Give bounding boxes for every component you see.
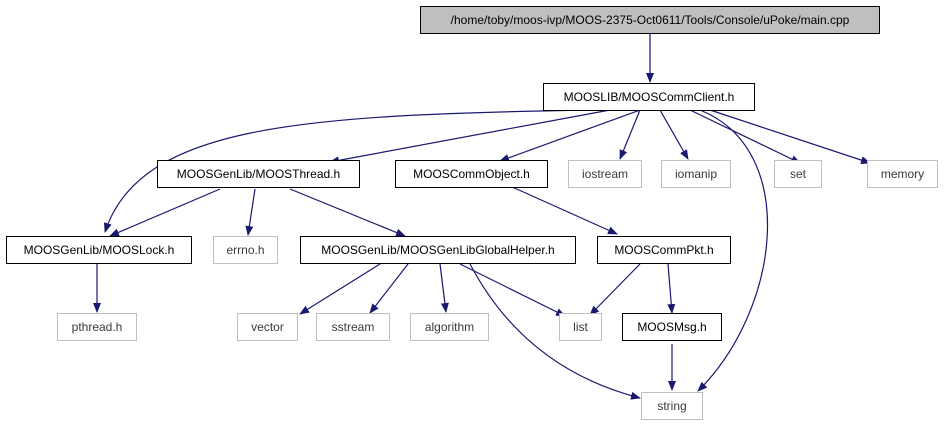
edge-commclient-to-memory (709, 109, 871, 164)
node-sstream[interactable]: sstream (316, 313, 390, 341)
edge-commclient-to-set (689, 109, 801, 164)
edge-commpkt-to-msg (667, 263, 676, 314)
edge-commclient-to-string (697, 109, 768, 392)
edge-commclient-to-iomanip (659, 109, 689, 160)
edge-commclient-to-commobject (499, 109, 641, 162)
edge-globalhelper-to-algorithm (439, 263, 449, 313)
node-moos-thread[interactable]: MOOSGenLib/MOOSThread.h (157, 160, 360, 188)
node-iostream[interactable]: iostream (568, 160, 642, 188)
node-set[interactable]: set (774, 160, 822, 188)
node-global-helper[interactable]: MOOSGenLib/MOOSGenLibGlobalHelper.h (300, 236, 576, 264)
node-moos-lock[interactable]: MOOSGenLib/MOOSLock.h (6, 236, 192, 264)
node-pthread[interactable]: pthread.h (57, 313, 137, 341)
node-moos-comm-client[interactable]: MOOSLIB/MOOSCommClient.h (543, 83, 755, 111)
edge-commobject-to-commpkt (509, 185, 618, 235)
node-moos-comm-object[interactable]: MOOSCommObject.h (395, 160, 548, 188)
node-vector[interactable]: vector (237, 313, 298, 341)
node-moos-msg[interactable]: MOOSMsg.h (622, 313, 722, 341)
edge-commclient-to-iostream (619, 109, 641, 160)
edge-globalhelper-to-vector (299, 263, 381, 315)
node-moos-comm-pkt[interactable]: MOOSCommPkt.h (597, 236, 731, 264)
edge-thread-to-globalhelper (289, 188, 406, 237)
edge-commpkt-to-list (589, 263, 641, 316)
edge-thread-to-errno (245, 188, 256, 236)
node-iomanip[interactable]: iomanip (661, 160, 731, 188)
node-errno[interactable]: errno.h (213, 236, 278, 264)
edge-globalhelper-to-list (459, 263, 566, 317)
edge-commclient-to-lock (104, 109, 591, 233)
node-memory[interactable]: memory (867, 160, 938, 188)
node-string[interactable]: string (641, 392, 703, 420)
edge-thread-to-lock (109, 188, 221, 237)
edge-globalhelper-to-sstream (369, 263, 409, 314)
edge-globalhelper-to-string (469, 263, 641, 400)
node-main-cpp[interactable]: /home/toby/moos-ivp/MOOS-2375-Oct0611/To… (420, 6, 880, 34)
node-list[interactable]: list (559, 313, 602, 341)
edge-commclient-to-thread (329, 109, 611, 165)
node-algorithm[interactable]: algorithm (410, 313, 489, 341)
